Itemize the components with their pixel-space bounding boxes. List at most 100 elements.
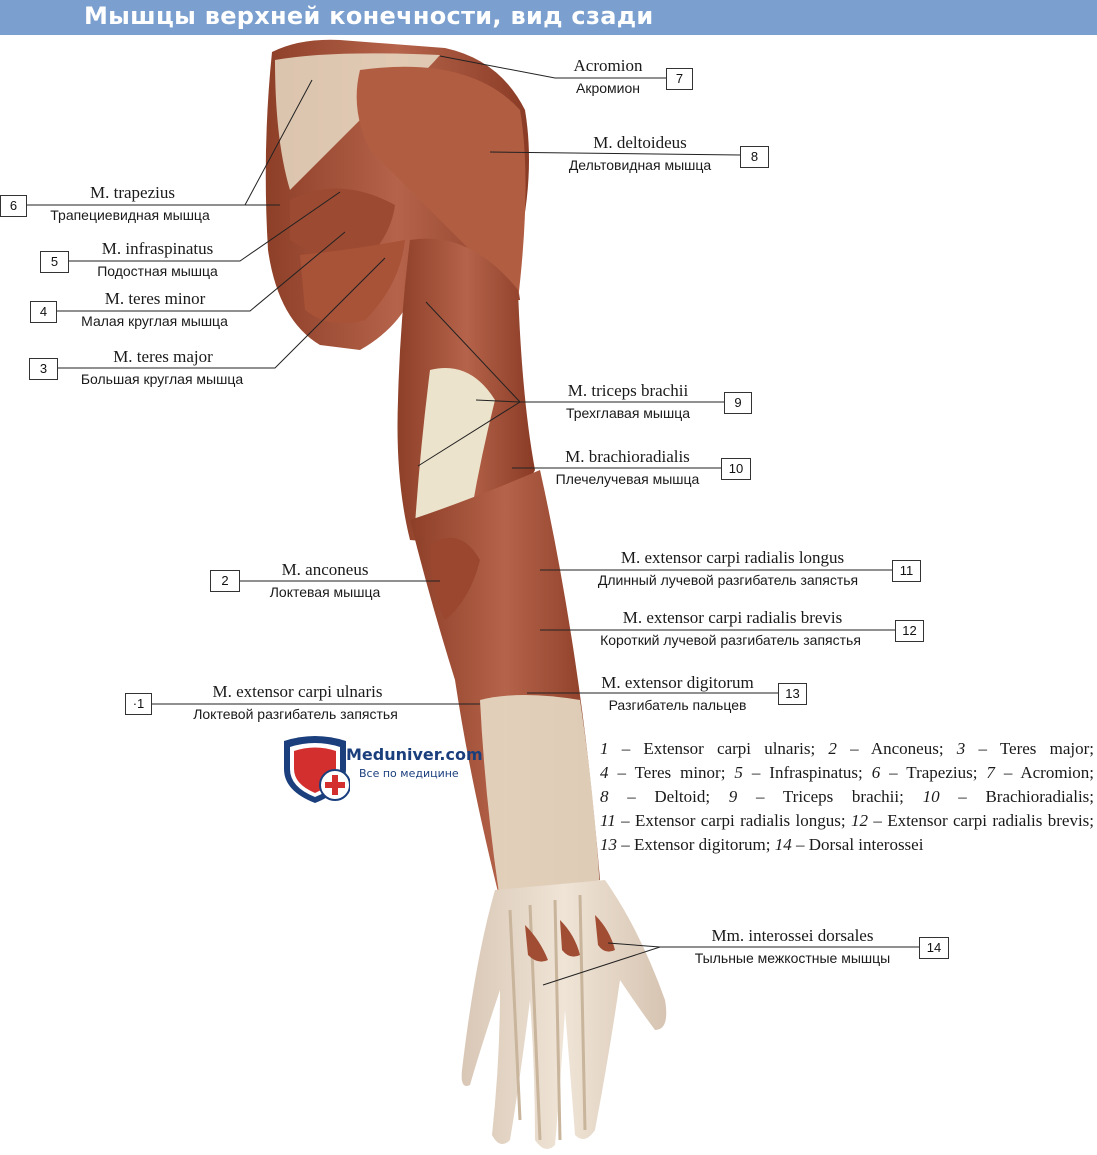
label-latin-deltoideus: M. deltoideus: [593, 133, 687, 152]
label-russian-deltoideus: Дельтовидная мышца: [568, 157, 712, 173]
label-latin-infraspinatus: M. infraspinatus: [101, 239, 214, 258]
label-number-6: 6: [0, 195, 27, 217]
legend: 1 – Extensor carpi ulnaris; 2 – Anconeus…: [600, 737, 1094, 857]
legend-text: – Teres major;: [965, 739, 1094, 758]
label-russian-ecrl: Длинный лучевой разгибатель запястья: [597, 572, 859, 588]
label-latin-teres-minor: M. teres minor: [104, 289, 206, 308]
label-russian-ecu: Локтевой разгибатель запястья: [193, 706, 398, 722]
title-bar: Мышцы верхней конечности, вид сзади: [0, 0, 1097, 35]
legend-number: 9: [728, 787, 738, 806]
legend-item-6: 6 – Trapezius;: [872, 763, 978, 782]
label-latin-acromion: Acromion: [573, 56, 643, 75]
leader-line-7: [439, 55, 668, 79]
legend-number: 8: [600, 787, 609, 806]
anconeus-muscle: [430, 537, 480, 620]
label-russian-trapezius: Трапециевидная мышца: [50, 207, 210, 223]
legend-number: 10: [922, 787, 940, 806]
legend-text: – Teres minor;: [608, 763, 726, 782]
label-number-3: 3: [29, 358, 58, 380]
legend-item-12: 12 – Extensor carpi radialis brevis;: [851, 811, 1094, 830]
legend-number: 5: [734, 763, 743, 782]
legend-number: 1: [600, 739, 609, 758]
label-russian-teres-minor: Малая круглая мышца: [81, 313, 228, 329]
legend-number: 7: [986, 763, 995, 782]
page-title: Мышцы верхней конечности, вид сзади: [84, 2, 654, 30]
label-russian-triceps: Трехглавая мышца: [565, 405, 691, 421]
legend-text: – Infraspinatus;: [742, 763, 863, 782]
legend-item-7: 7 – Acromion;: [986, 763, 1094, 782]
label-number-10: 10: [721, 458, 751, 480]
logo-tagline: Все по медицине: [359, 767, 459, 780]
legend-item-9: 9 – Triceps brachii;: [729, 787, 904, 806]
legend-text: – Acromion;: [994, 763, 1095, 782]
label-russian-acromion: Акромион: [576, 80, 640, 96]
legend-number: 14: [774, 835, 792, 854]
label-number-4: 4: [30, 301, 57, 323]
label-number-1: ·1: [125, 693, 152, 715]
leader-line-8: [489, 151, 741, 156]
legend-number: 11: [600, 811, 616, 830]
legend-text: – Triceps brachii;: [737, 787, 904, 806]
leader-line-4: [56, 231, 346, 312]
legend-text: – Extensor carpi radialis longus;: [615, 811, 846, 830]
label-number-9: 9: [724, 392, 752, 414]
forearm-tendons: [480, 695, 600, 900]
interossei-muscle: [525, 915, 615, 962]
label-number-8: 8: [740, 146, 769, 168]
shield-icon: [284, 736, 350, 803]
label-russian-extensor-digitorum: Разгибатель пальцев: [608, 697, 747, 713]
infraspinatus-muscle: [290, 188, 395, 265]
legend-text: – Brachioradialis;: [939, 787, 1095, 806]
label-latin-anconeus: M. anconeus: [281, 560, 369, 579]
legend-number: 6: [871, 763, 881, 782]
label-number-7: 7: [666, 68, 693, 90]
meduniver-logo: Meduniver.com Все по медицине: [280, 733, 500, 805]
label-latin-trapezius: M. trapezius: [90, 183, 175, 202]
legend-item-10: 10 – Brachioradialis;: [923, 787, 1094, 806]
label-russian-anconeus: Локтевая мышца: [269, 584, 381, 600]
label-latin-teres-major: M. teres major: [113, 347, 213, 366]
label-number-5: 5: [40, 251, 69, 273]
legend-item-11: 11 – Extensor carpi radialis longus;: [600, 811, 846, 830]
label-number-12: 12: [895, 620, 924, 642]
deltoid-muscle: [356, 66, 526, 301]
legend-text: – Extensor carpi radialis brevis;: [867, 811, 1095, 830]
legend-item-13: 13 – Extensor digitorum;: [600, 835, 770, 854]
legend-item-3: 3 – Teres major;: [957, 739, 1094, 758]
label-latin-extensor-digitorum: M. extensor digitorum: [601, 673, 754, 692]
logo-name: Meduniver.com: [346, 745, 483, 764]
label-latin-brachioradialis: M. brachioradialis: [565, 447, 690, 466]
label-latin-ecrl: M. extensor carpi radialis longus: [620, 548, 845, 567]
label-russian-interossei: Тыльные межкостные мышцы: [694, 950, 891, 966]
legend-number: 13: [600, 835, 617, 854]
label-latin-triceps: M. triceps brachii: [567, 381, 689, 400]
label-russian-teres-major: Большая круглая мышца: [80, 371, 244, 387]
teres-muscle: [300, 240, 405, 324]
leader-line-5: [68, 191, 341, 262]
label-number-2: 2: [210, 570, 240, 592]
legend-item-4: 4 – Teres minor;: [600, 763, 725, 782]
triceps-tendon: [415, 368, 495, 532]
legend-text: – Dorsal interossei: [791, 835, 924, 854]
label-russian-infraspinatus: Подостная мышца: [97, 263, 218, 279]
label-number-13: 13: [778, 683, 807, 705]
label-latin-ecu: M. extensor carpi ulnaris: [212, 682, 383, 701]
legend-item-2: 2 – Anconeus;: [828, 739, 943, 758]
label-latin-ecrb: M. extensor carpi radialis brevis: [622, 608, 843, 627]
label-russian-ecrb: Короткий лучевой разгибатель запястья: [600, 632, 861, 648]
legend-item-1: 1 – Extensor carpi ulnaris;: [600, 739, 815, 758]
legend-number: 4: [600, 763, 609, 782]
legend-text: – Extensor digitorum;: [617, 835, 771, 854]
legend-item-14: 14 – Dorsal interossei: [775, 835, 924, 854]
label-latin-interossei: Mm. interossei dorsales: [711, 926, 874, 945]
legend-item-8: 8 – Deltoid;: [600, 787, 710, 806]
legend-text: – Deltoid;: [608, 787, 711, 806]
label-number-11: 11: [892, 560, 921, 582]
legend-text: – Anconeus;: [836, 739, 944, 758]
label-russian-brachioradialis: Плечелучевая мышца: [555, 471, 700, 487]
legend-number: 12: [850, 811, 868, 830]
leader-lines: [0, 55, 920, 986]
legend-item-5: 5 – Infraspinatus;: [734, 763, 862, 782]
legend-number: 2: [828, 739, 837, 758]
